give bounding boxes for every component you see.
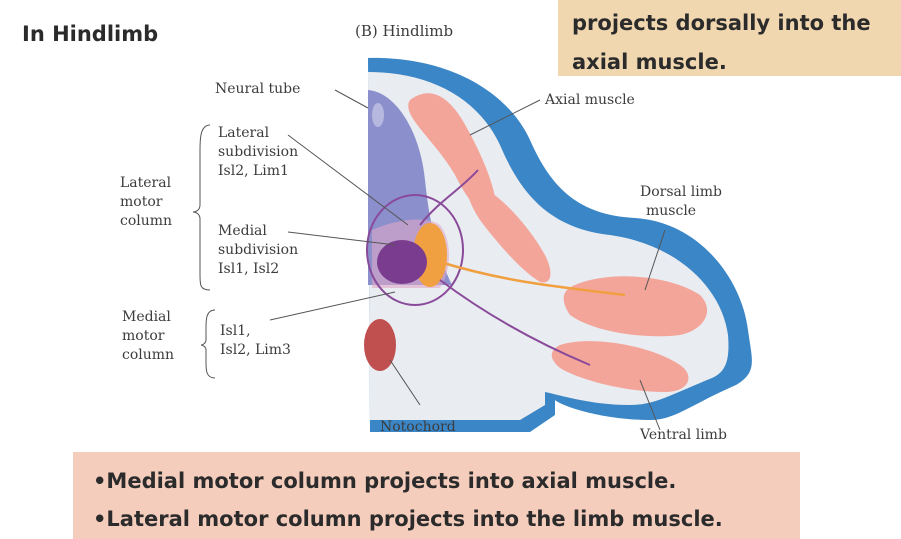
label-medial-motor-genes: Isl1, Isl2, Lim3 <box>220 322 291 360</box>
label-medial-motor-column: Medial motor column <box>122 308 174 365</box>
leader-neural-tube <box>335 90 368 108</box>
label-ventral-limb: Ventral limb <box>640 426 727 445</box>
label-lateral-subdivision-1: Lateral <box>218 124 298 143</box>
label-medial-motor-column-1: Medial <box>122 308 174 327</box>
label-medial-subdivision-3: Isl1, Isl2 <box>218 260 298 279</box>
label-dorsal-limb-muscle: Dorsal limb muscle <box>640 183 722 221</box>
summary-box: •Medial motor column projects into axial… <box>73 452 800 539</box>
label-medial-subdivision: Medial subdivision Isl1, Isl2 <box>218 222 298 279</box>
medial-motor-column-cells <box>377 240 427 284</box>
label-medial-subdivision-1: Medial <box>218 222 298 241</box>
notochord <box>364 319 396 371</box>
label-lateral-motor-column-1: Lateral <box>120 174 172 193</box>
neural-tube-highlight <box>372 103 384 127</box>
bracket-medial-motor-column <box>201 310 215 378</box>
label-lateral-motor-column-3: column <box>120 212 172 231</box>
panel-label: (B) Hindlimb <box>355 22 453 41</box>
label-medial-motor-genes-1: Isl1, <box>220 322 291 341</box>
label-neural-tube: Neural tube <box>215 80 300 99</box>
summary-line-2: •Lateral motor column projects into the … <box>93 500 800 538</box>
label-dorsal-limb-muscle-1: Dorsal limb <box>640 183 722 202</box>
label-lateral-motor-column-2: motor <box>120 193 172 212</box>
label-medial-subdivision-2: subdivision <box>218 241 298 260</box>
label-axial-muscle: Axial muscle <box>545 91 635 110</box>
label-medial-motor-genes-2: Isl2, Lim3 <box>220 341 291 360</box>
label-medial-motor-column-3: column <box>122 346 174 365</box>
label-lateral-motor-column: Lateral motor column <box>120 174 172 231</box>
label-notochord: Notochord <box>380 418 456 437</box>
label-lateral-subdivision: Lateral subdivision Isl2, Lim1 <box>218 124 298 181</box>
label-medial-motor-column-2: motor <box>122 327 174 346</box>
label-dorsal-limb-muscle-2: muscle <box>640 202 722 221</box>
label-lateral-subdivision-2: subdivision <box>218 143 298 162</box>
summary-line-1: •Medial motor column projects into axial… <box>93 462 800 500</box>
bracket-lateral-motor-column <box>193 125 210 290</box>
label-lateral-subdivision-3: Isl2, Lim1 <box>218 162 298 181</box>
